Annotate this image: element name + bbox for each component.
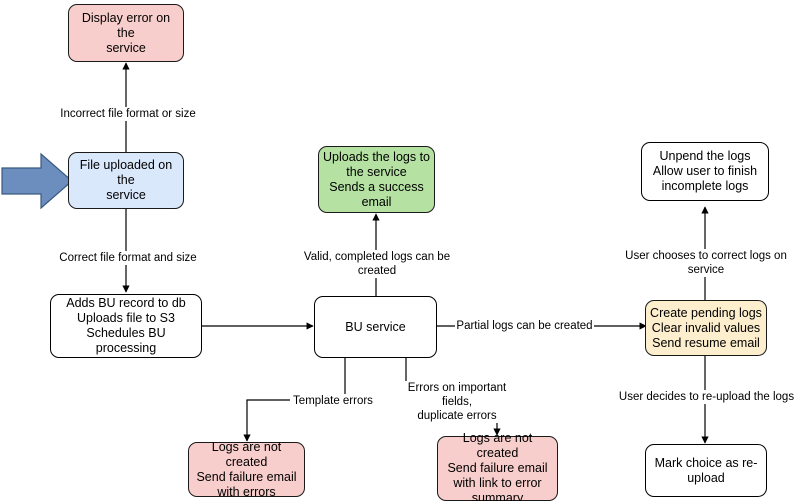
edge-label-valid-completed-logs: Valid, completed logs can be created [283, 250, 471, 278]
edge-label-template-errors: Template errors [290, 394, 376, 408]
entry-arrow-icon [1, 152, 73, 210]
edge-label-correct-file-format: Correct file format and size [57, 251, 199, 265]
node-label: Create pending logs Clear invalid values… [650, 305, 762, 350]
node-label: Display error on the service [81, 10, 171, 55]
node-mark-choice-reupload[interactable]: Mark choice as re- upload [645, 444, 767, 497]
node-uploads-logs[interactable]: Uploads the logs to the service Sends a … [318, 146, 435, 213]
node-label: Unpend the logs Allow user to finish inc… [652, 149, 758, 193]
node-label: Uploads the logs to the service Sends a … [323, 149, 431, 209]
node-label: Mark choice as re- upload [654, 455, 758, 485]
node-label: Logs are not created Send failure email … [447, 431, 548, 501]
node-label: Logs are not created Send failure email … [196, 439, 297, 499]
edge-label-incorrect-file-format: Incorrect file format or size [58, 107, 198, 121]
node-file-uploaded[interactable]: File uploaded on the service [68, 152, 184, 209]
node-create-pending-logs[interactable]: Create pending logs Clear invalid values… [645, 300, 767, 356]
edge-label-partial-logs: Partial logs can be created [455, 319, 594, 333]
node-logs-not-created-errors[interactable]: Logs are not created Send failure email … [188, 439, 305, 499]
node-adds-bu-record[interactable]: Adds BU record to db Uploads file to S3 … [50, 294, 202, 358]
node-unpend-logs[interactable]: Unpend the logs Allow user to finish inc… [641, 142, 769, 201]
edge-label-user-corrects-on-service: User chooses to correct logs on service [605, 249, 801, 277]
edge-label-errors-important-fields: Errors on important fields, duplicate er… [392, 381, 522, 423]
node-display-error[interactable]: Display error on the service [68, 4, 184, 62]
node-bu-service[interactable]: BU service [314, 296, 437, 358]
node-logs-not-created-summary[interactable]: Logs are not created Send failure email … [437, 431, 558, 501]
node-label: BU service [345, 319, 406, 334]
node-label: Adds BU record to db Uploads file to S3 … [66, 296, 186, 355]
node-label: File uploaded on the service [79, 158, 173, 202]
edge-label-user-reuploads: User decides to re-upload the logs [613, 390, 800, 404]
